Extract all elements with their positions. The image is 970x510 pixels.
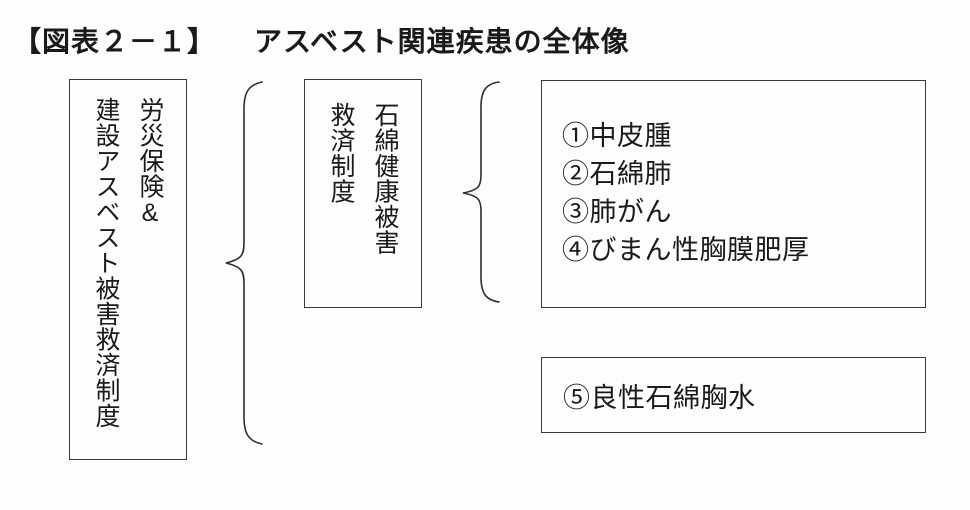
- box-sekimen-kyusai-system: 石綿健康被害 救済制度: [304, 79, 422, 308]
- curly-brace-right: [462, 81, 500, 303]
- sekimen-kyusai-system-label: 石綿健康被害 救済制度: [327, 102, 399, 255]
- disease-item-lung-cancer: ③肺がん: [562, 197, 672, 227]
- figure-number: 【図表２－１】: [13, 26, 217, 57]
- curly-brace-left: [225, 81, 263, 445]
- disease-item-asbestosis: ②石綿肺: [562, 159, 672, 189]
- box-benign-effusion: ⑤良性石綿胸水: [541, 357, 926, 433]
- rosai-kensetsu-system-label: 労災保険& 建設アスベスト被害救済制度: [92, 97, 164, 429]
- figure-title-text: アスベスト関連疾患の全体像: [254, 26, 630, 57]
- box-disease-list: ①中皮腫 ②石綿肺 ③肺がん ④びまん性胸膜肥厚: [541, 80, 926, 308]
- figure-title: 【図表２－１】 アスベスト関連疾患の全体像: [13, 20, 630, 60]
- box-rosai-kensetsu-system: 労災保険& 建設アスベスト被害救済制度: [69, 79, 187, 460]
- disease-item-pleural-thickening: ④びまん性胸膜肥厚: [562, 235, 810, 265]
- benign-effusion-label: ⑤良性石綿胸水: [563, 382, 756, 413]
- disease-item-mesothelioma: ①中皮腫: [562, 121, 672, 151]
